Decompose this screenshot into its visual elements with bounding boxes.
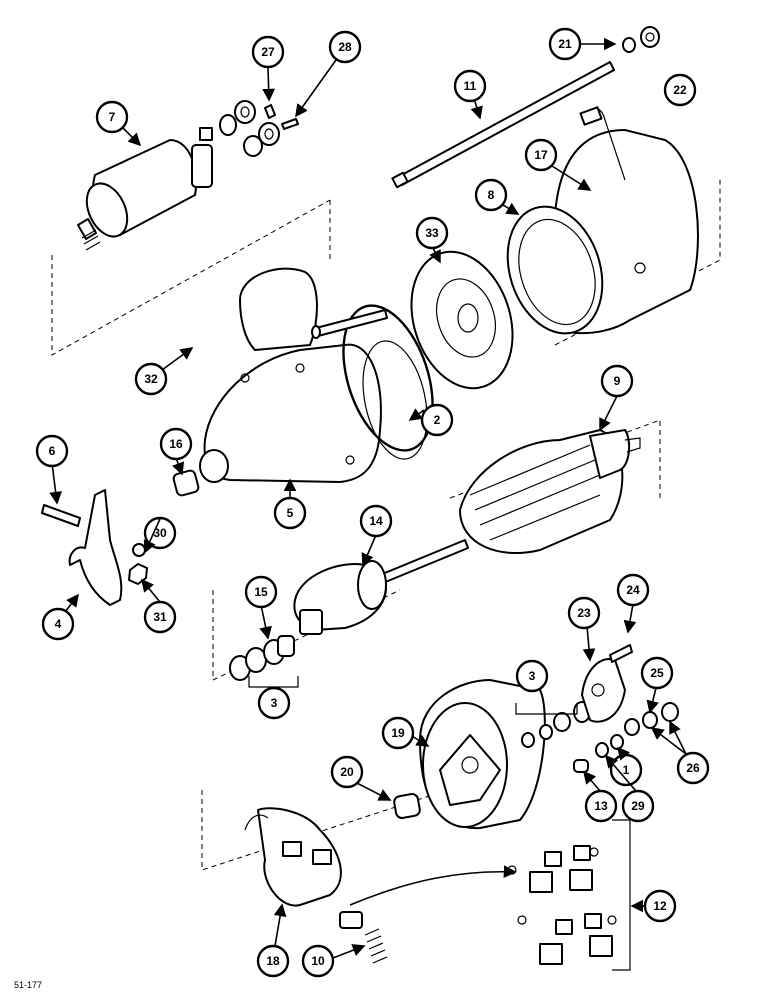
callout-label: 17 xyxy=(534,148,548,162)
callout-19[interactable]: 19 xyxy=(381,716,415,750)
callout-3-left[interactable]: 3 xyxy=(257,686,291,720)
callout-9[interactable]: 9 xyxy=(600,364,634,398)
callout-label: 31 xyxy=(153,610,167,624)
callout-label: 22 xyxy=(673,83,687,97)
callout-12[interactable]: 12 xyxy=(643,889,677,923)
callout-5[interactable]: 5 xyxy=(273,496,307,530)
callout-28[interactable]: 28 xyxy=(328,30,362,64)
callout-8[interactable]: 8 xyxy=(474,178,508,212)
callout-label: 9 xyxy=(614,374,621,388)
callout-label: 14 xyxy=(369,514,383,528)
callout-label: 6 xyxy=(49,444,56,458)
callout-label: 21 xyxy=(558,37,572,51)
callout-23[interactable]: 23 xyxy=(567,596,601,630)
callout-label: 29 xyxy=(631,799,645,813)
drive-end-housing-part xyxy=(199,267,428,483)
callout-label: 23 xyxy=(577,606,591,620)
callout-label: 30 xyxy=(153,526,167,540)
callout-16[interactable]: 16 xyxy=(159,427,193,461)
callout-label: 26 xyxy=(686,761,700,775)
callout-7[interactable]: 7 xyxy=(95,100,129,134)
callout-33[interactable]: 33 xyxy=(415,216,449,250)
callout-6[interactable]: 6 xyxy=(35,434,69,468)
callout-label: 24 xyxy=(626,583,640,597)
callout-label: 3 xyxy=(529,669,536,683)
solenoid-part xyxy=(77,127,213,251)
callout-11[interactable]: 11 xyxy=(453,69,487,103)
armature-part xyxy=(379,429,641,584)
brush-holder-part xyxy=(244,807,363,929)
callout-17[interactable]: 17 xyxy=(524,138,558,172)
callout-3-top[interactable]: 3 xyxy=(515,659,549,693)
callout-2[interactable]: 2 xyxy=(420,403,454,437)
callout-layer: 7 27 28 21 22 11 17 8 33 32 2 9 6 16 5 3… xyxy=(35,27,710,978)
callout-label: 11 xyxy=(464,79,477,93)
callout-label: 16 xyxy=(169,437,183,451)
callout-13[interactable]: 13 xyxy=(584,789,618,823)
callout-label: 12 xyxy=(653,899,667,913)
bushing-20 xyxy=(393,793,421,819)
callout-label: 33 xyxy=(425,226,439,240)
callout-15[interactable]: 15 xyxy=(244,575,278,609)
bushing-16 xyxy=(172,469,200,497)
callout-4[interactable]: 4 xyxy=(41,607,75,641)
callout-31[interactable]: 31 xyxy=(143,600,177,634)
callout-20[interactable]: 20 xyxy=(330,755,364,789)
spring-10 xyxy=(364,928,388,964)
callout-14[interactable]: 14 xyxy=(359,504,393,538)
commutator-end-housing xyxy=(419,679,546,830)
bolt-washer-nut xyxy=(622,26,660,53)
field-housing-part xyxy=(506,106,699,335)
figure-reference: 51-177 xyxy=(14,980,43,990)
callout-18[interactable]: 18 xyxy=(256,944,290,978)
callout-32[interactable]: 32 xyxy=(134,362,168,396)
callout-label: 10 xyxy=(311,954,325,968)
callout-29[interactable]: 29 xyxy=(621,789,655,823)
callout-21[interactable]: 21 xyxy=(548,27,582,61)
callout-label: 3 xyxy=(271,696,278,710)
callout-leaders-lower xyxy=(140,518,687,959)
callout-27[interactable]: 27 xyxy=(251,35,285,69)
callout-10[interactable]: 10 xyxy=(301,944,335,978)
end-housing-hardware xyxy=(521,701,624,773)
callout-label: 18 xyxy=(266,954,280,968)
callout-leaders xyxy=(49,37,637,801)
callout-label: 1 xyxy=(623,763,630,777)
callout-label: 7 xyxy=(109,110,116,124)
through-bolt-part xyxy=(391,61,615,189)
shift-lever-part xyxy=(41,489,148,606)
callout-label: 8 xyxy=(488,188,495,202)
drive-pinion-part xyxy=(293,560,387,635)
callout-label: 27 xyxy=(261,45,275,59)
callout-label: 13 xyxy=(594,799,608,813)
callout-label: 19 xyxy=(391,726,405,740)
callout-label: 28 xyxy=(338,40,352,54)
callout-26[interactable]: 26 xyxy=(676,751,710,785)
screw-32 xyxy=(311,309,388,339)
retainer-stack-15 xyxy=(229,635,295,681)
callout-label: 2 xyxy=(434,413,441,427)
brush-set-12 xyxy=(507,819,631,971)
solenoid-hardware xyxy=(219,100,299,157)
o-ring-part xyxy=(342,304,434,452)
callout-24[interactable]: 24 xyxy=(616,573,650,607)
bracket-23 xyxy=(581,644,679,736)
callout-label: 4 xyxy=(55,617,62,631)
callout-label: 32 xyxy=(144,372,158,386)
callout-22[interactable]: 22 xyxy=(663,73,697,107)
callout-label: 5 xyxy=(287,506,294,520)
callout-label: 20 xyxy=(340,765,354,779)
callout-25[interactable]: 25 xyxy=(640,656,674,690)
callout-label: 15 xyxy=(254,585,268,599)
callout-label: 25 xyxy=(650,666,664,680)
